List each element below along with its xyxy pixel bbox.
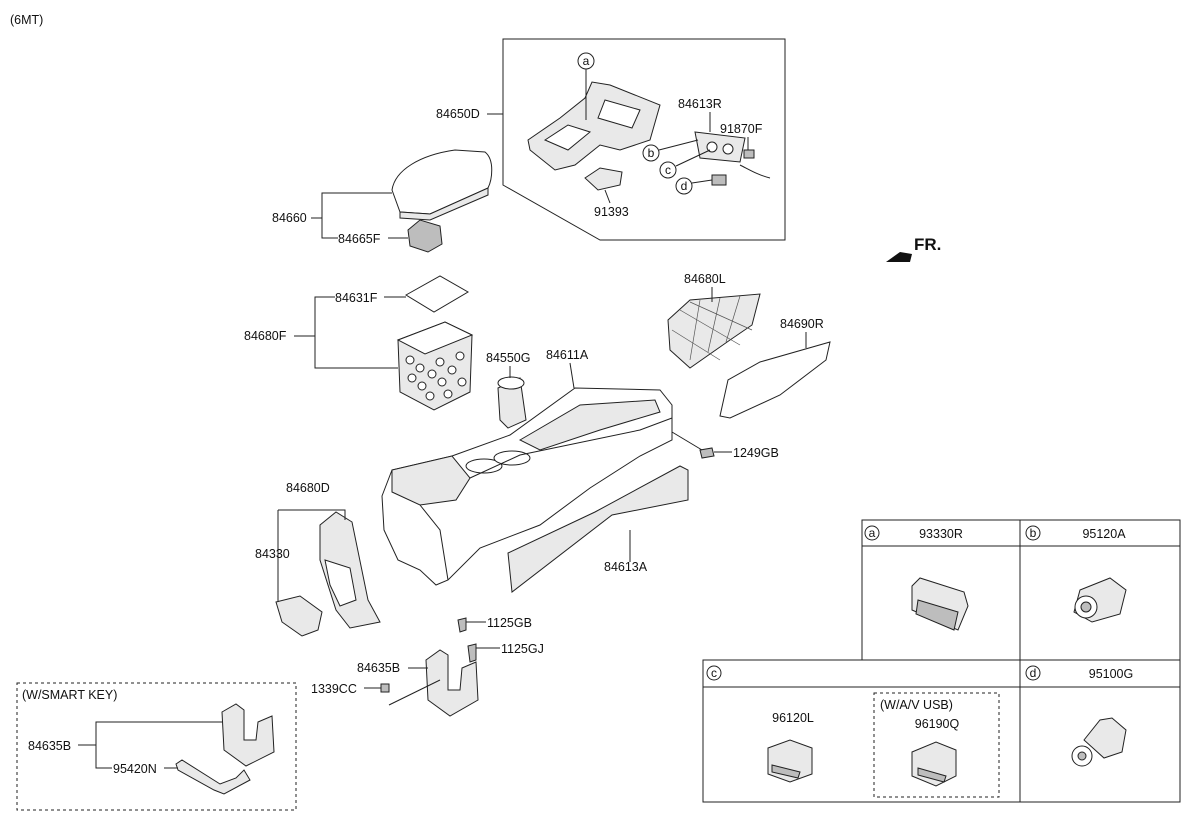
smart-key-antenna bbox=[175, 759, 251, 795]
rear-panel-group: 84680D 84330 bbox=[255, 481, 381, 637]
cup-holder-2 bbox=[493, 450, 531, 466]
console-body bbox=[381, 387, 673, 586]
smart-key-bracket bbox=[221, 703, 275, 767]
legend-d-part: 95100G bbox=[1089, 667, 1133, 681]
variant-label: (6MT) bbox=[10, 13, 43, 27]
front-arrow-icon bbox=[886, 252, 912, 262]
marker-d: d bbox=[681, 179, 688, 193]
smart-key-box: (W/SMART KEY) 84635B 95420N bbox=[16, 682, 297, 811]
callout-84665F: 84665F bbox=[338, 232, 381, 246]
side-trim-right bbox=[719, 341, 831, 419]
bracket bbox=[425, 649, 479, 717]
callout-84680L: 84680L bbox=[684, 272, 726, 286]
side-cover bbox=[507, 465, 689, 593]
connector-part bbox=[711, 174, 727, 186]
inset-outline bbox=[502, 38, 786, 241]
callout-84613R: 84613R bbox=[678, 97, 722, 111]
legend-b-part: 95120A bbox=[1082, 527, 1126, 541]
upper-panel-slot bbox=[597, 99, 641, 129]
callout-84650D: 84650D bbox=[436, 107, 480, 121]
storage-mat bbox=[405, 275, 469, 313]
callout-91393: 91393 bbox=[594, 205, 629, 219]
legend-c-usb-title: (W/A/V USB) bbox=[880, 698, 953, 712]
side-trim-left bbox=[667, 293, 761, 369]
switch-panel bbox=[694, 131, 746, 163]
storage-box-group: 84631F 84680F bbox=[244, 275, 474, 411]
legend-c-marker: c bbox=[711, 666, 717, 680]
callout-84635B: 84635B bbox=[357, 661, 400, 675]
bolt-1125GB bbox=[457, 617, 467, 633]
marker-b-circle bbox=[642, 144, 660, 162]
callout-84690R: 84690R bbox=[780, 317, 824, 331]
legend-c-part1: 96120L bbox=[772, 711, 814, 725]
bracket-group: 1125GB 1125GJ 84635B 1339CC bbox=[311, 616, 544, 717]
callout-84680F: 84680F bbox=[244, 329, 287, 343]
armrest-group: 84660 84665F bbox=[272, 149, 493, 253]
legend-d-marker: d bbox=[1030, 666, 1037, 680]
side-trim-group: 84680L 84690R bbox=[667, 272, 831, 419]
legend-table: a 93330R b 95120A c 96120L (W/A/V USB) 9… bbox=[702, 519, 1181, 803]
armrest-hinge bbox=[407, 219, 443, 253]
wiring-cable bbox=[739, 164, 771, 179]
marker-c: c bbox=[665, 163, 671, 177]
callout-1125GB: 1125GB bbox=[487, 616, 532, 630]
bolt-1125GJ bbox=[467, 643, 477, 663]
callout-84660: 84660 bbox=[272, 211, 307, 225]
console-body-group: 84611A 84550G 1249GB bbox=[381, 348, 779, 586]
legend-c-part2: 96190Q bbox=[915, 717, 960, 731]
callout-84613A: 84613A bbox=[604, 560, 648, 574]
marker-b: b bbox=[648, 146, 655, 160]
legend-c-usb-box bbox=[873, 692, 1000, 798]
cup-holder-1 bbox=[465, 458, 503, 474]
nut-1339CC bbox=[380, 683, 390, 693]
marker-a: a bbox=[583, 54, 590, 68]
marker-c-circle bbox=[659, 161, 677, 179]
front-direction-indicator: FR. bbox=[886, 235, 941, 262]
clip-part bbox=[584, 167, 623, 191]
upper-panel bbox=[527, 81, 661, 171]
legend-a-marker: a bbox=[869, 526, 876, 540]
callout-84330: 84330 bbox=[255, 547, 290, 561]
callout-1339CC: 1339CC bbox=[311, 682, 357, 696]
smart-key-callout-95420N: 95420N bbox=[113, 762, 157, 776]
callout-91870F: 91870F bbox=[720, 122, 763, 136]
front-label: FR. bbox=[914, 235, 941, 254]
smart-key-callout-84635B: 84635B bbox=[28, 739, 71, 753]
smart-key-outline bbox=[16, 682, 297, 811]
side-cover-group: 84613A bbox=[507, 465, 689, 593]
marker-d-circle bbox=[675, 177, 693, 195]
legend-d-lighter bbox=[1083, 717, 1127, 759]
legend-b-marker: b bbox=[1030, 526, 1037, 540]
armrest bbox=[391, 149, 493, 215]
upper-panel-inset: a 84650D 84613R 91870F b c d 91393 bbox=[436, 38, 786, 241]
rear-tray bbox=[275, 595, 323, 637]
callout-1125GJ: 1125GJ bbox=[501, 642, 544, 656]
callout-84631F: 84631F bbox=[335, 291, 378, 305]
callout-84611A: 84611A bbox=[546, 348, 589, 362]
upper-panel-opening bbox=[543, 124, 592, 151]
callout-84550G: 84550G bbox=[486, 351, 530, 365]
callout-84680D: 84680D bbox=[286, 481, 330, 495]
smart-key-title: (W/SMART KEY) bbox=[22, 688, 117, 702]
legend-a-part: 93330R bbox=[919, 527, 963, 541]
callout-1249GB: 1249GB bbox=[733, 446, 779, 460]
screw-1249GB bbox=[699, 447, 715, 459]
